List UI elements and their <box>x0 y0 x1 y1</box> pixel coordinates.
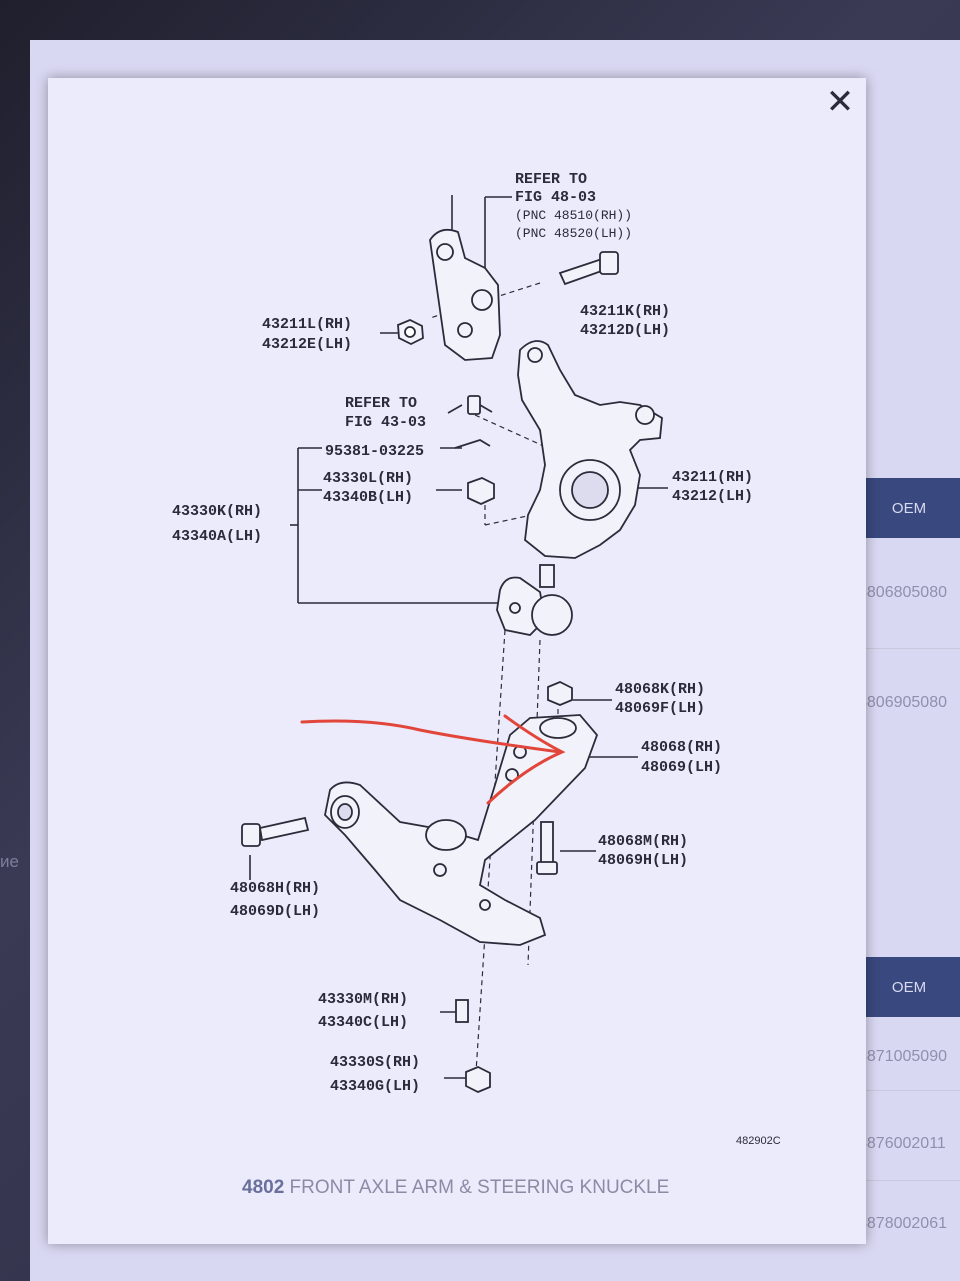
label-48069H: 48069H(LH) <box>598 852 688 869</box>
label-48069F: 48069F(LH) <box>615 700 705 717</box>
nut-48068K <box>547 681 573 706</box>
figure-code: 482902C <box>736 1135 781 1147</box>
label-43212D: 43212D(LH) <box>580 322 670 339</box>
bolt-48068H <box>241 823 261 847</box>
oem-header-text: OEM <box>891 499 927 517</box>
label-refer-43-line2: FIG 43-03 <box>345 414 426 431</box>
label-43330L: 43330L(RH) <box>323 470 413 487</box>
label-43211K: 43211K(RH) <box>580 303 670 320</box>
red-annotation-arrow <box>300 714 566 805</box>
label-refer-48-line2: FIG 48-03 <box>515 189 596 206</box>
label-refer-43-line1: REFER TO <box>345 395 417 412</box>
oem-code-1[interactable]: 4806805080 <box>858 584 947 601</box>
diagram-caption: 4802 FRONT AXLE ARM & STEERING KNUCKLE <box>242 1177 669 1199</box>
oem-column-header: OEM <box>858 957 960 1017</box>
label-48068: 48068(RH) <box>641 739 722 756</box>
label-43340C: 43340C(LH) <box>318 1014 408 1031</box>
label-95381-03225: 95381-03225 <box>325 443 424 460</box>
label-refer-48-line3: (PNC 48510(RH)) <box>515 208 632 223</box>
close-icon[interactable]: ✕ <box>825 82 855 122</box>
oem-code-2[interactable]: 4806905080 <box>858 694 947 711</box>
label-43330M: 43330M(RH) <box>318 991 408 1008</box>
nut-43330S <box>465 1066 491 1093</box>
row-divider <box>858 1090 960 1091</box>
steering-knuckle <box>517 340 663 559</box>
label-48069D: 48069D(LH) <box>230 903 320 920</box>
label-43211: 43211(RH) <box>672 469 753 486</box>
caption-number: 4802 <box>242 1177 285 1198</box>
label-43330S: 43330S(RH) <box>330 1054 420 1071</box>
oem-code-3[interactable]: 4871005090 <box>858 1048 947 1065</box>
label-43212E: 43212E(LH) <box>262 336 352 353</box>
label-48068M: 48068M(RH) <box>598 833 688 850</box>
label-48068H: 48068H(RH) <box>230 880 320 897</box>
label-43340G: 43340G(LH) <box>330 1078 420 1095</box>
oem-column-header: OEM <box>858 478 960 538</box>
bolt-43330M <box>455 999 469 1023</box>
row-divider <box>858 1180 960 1181</box>
oem-code-5[interactable]: 4878002061 <box>858 1215 947 1232</box>
label-43340A: 43340A(LH) <box>172 528 262 545</box>
nut-43330L <box>467 477 495 505</box>
caption-title: FRONT AXLE ARM & STEERING KNUCKLE <box>284 1177 670 1198</box>
label-43330K: 43330K(RH) <box>172 503 262 520</box>
background-text: ие <box>0 852 19 871</box>
label-refer-48-line1: REFER TO <box>515 171 587 188</box>
knuckle-bracket-part <box>429 228 501 361</box>
label-48068K: 48068K(RH) <box>615 681 705 698</box>
label-48069: 48069(LH) <box>641 759 722 776</box>
label-43340B: 43340B(LH) <box>323 489 413 506</box>
oem-code-4[interactable]: 4876002011 <box>858 1135 946 1152</box>
label-43212: 43212(LH) <box>672 488 753 505</box>
lower-control-arm <box>324 714 599 946</box>
label-refer-48-line4: (PNC 48520(LH)) <box>515 226 632 241</box>
label-43211L: 43211L(RH) <box>262 316 352 333</box>
oem-header-text: OEM <box>891 978 927 996</box>
row-divider <box>858 648 960 649</box>
